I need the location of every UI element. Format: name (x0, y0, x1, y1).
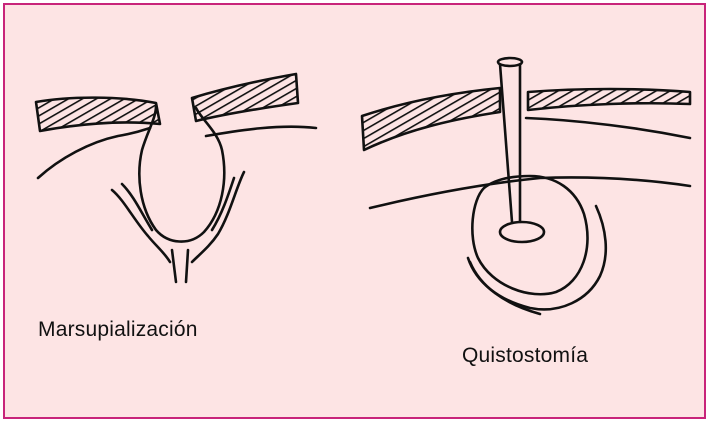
cyst-sac (139, 106, 224, 242)
capsule-outer-left (112, 190, 170, 262)
drain-tube-left (500, 64, 512, 222)
right-wall-hatched-band (192, 74, 298, 121)
lower-skin-line (370, 177, 690, 208)
left-skin-line (38, 128, 150, 178)
upper-skin-line (526, 118, 690, 138)
duct-left (172, 250, 176, 282)
drain-tube-top-opening (498, 58, 522, 66)
left-wall-hatched-band (362, 88, 500, 150)
figure-label-marsupialization: Marsupialización (38, 318, 198, 342)
cystostomy-diagram (362, 58, 690, 314)
drain-tube-tip (500, 222, 544, 242)
right-wall-hatched-band (528, 89, 690, 110)
left-wall-hatched-band (36, 98, 160, 131)
figure-label-cystostomy: Quistostomía (462, 344, 588, 368)
right-skin-line (206, 127, 316, 136)
duct-right (186, 250, 188, 282)
marsupialization-diagram (36, 74, 316, 282)
cyst-wall-tail (470, 262, 540, 314)
